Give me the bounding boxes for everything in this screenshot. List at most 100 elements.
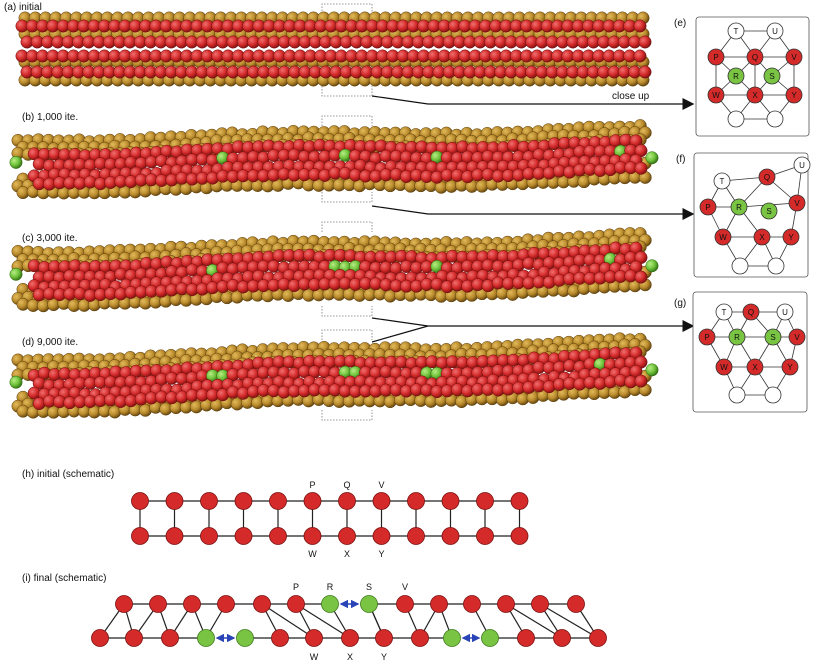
arrow-to-f (371, 205, 695, 220)
inset-node-label: R (733, 72, 739, 81)
schem-node (510, 527, 529, 545)
schem-node (197, 629, 215, 647)
inset-node-label: Y (787, 363, 793, 372)
schem-node (372, 492, 391, 510)
green-atom (645, 363, 659, 377)
inset-node-label: T (720, 177, 725, 186)
inset-node-s (760, 202, 778, 220)
schem-label: S (366, 582, 372, 592)
green-atom (645, 259, 659, 273)
inset-node-label: S (769, 72, 774, 81)
schem-node (476, 492, 494, 510)
schem-label: Y (381, 652, 387, 662)
schem-label: W (310, 652, 319, 662)
tube-3000-iterations (9, 227, 659, 313)
inset-node-u (766, 22, 784, 40)
inset-e-frame (695, 16, 810, 137)
schem-node (183, 595, 201, 613)
inset-node-label: X (752, 91, 758, 100)
schem-node (269, 492, 287, 510)
arrow-to-e (371, 95, 695, 110)
green-atom (9, 155, 23, 169)
arrow-to-g (371, 317, 695, 332)
inset-node-u (776, 303, 794, 321)
schem-rung (295, 603, 351, 639)
inset-node-v (788, 328, 806, 346)
schem-node (430, 595, 448, 613)
schem-label: R (327, 582, 334, 592)
schem-node (287, 595, 305, 613)
panel-label-b: (b) 1,000 ite. (22, 112, 78, 123)
inset-node-q (746, 48, 764, 66)
schem-node (217, 595, 235, 613)
green-atom (645, 151, 659, 165)
schem-node (463, 595, 481, 613)
inset-node-w (707, 86, 725, 104)
schem-node (305, 629, 323, 647)
inset-node-label: V (794, 199, 800, 208)
inset-node-label: R (736, 203, 742, 212)
red-atom (633, 19, 647, 33)
schem-node (372, 527, 391, 545)
schem-node (553, 629, 571, 647)
inset-node-label: T (722, 308, 727, 317)
inset-node-label: Q (764, 173, 770, 182)
inset-node-r (730, 198, 748, 216)
inset-node-label: V (794, 333, 800, 342)
schem-node (338, 527, 356, 545)
tube-9000-iterations (9, 332, 659, 419)
red-atom (634, 161, 648, 175)
panel-label-d: (d) 9,000 ite. (22, 337, 78, 348)
schem-node (234, 492, 253, 510)
schem-node (125, 629, 143, 647)
inset-node-q (742, 303, 760, 321)
schem-node (131, 492, 149, 510)
schem-node (165, 492, 184, 510)
inset-node-blank (764, 386, 782, 404)
schem-label: W (308, 549, 317, 559)
closeup-arrows (371, 95, 695, 343)
inset-node-t (727, 22, 745, 40)
schem-node (407, 492, 425, 510)
tube-initial (15, 11, 652, 87)
schem-node (269, 527, 287, 545)
inset-node-r (728, 328, 746, 346)
inset-node-u (793, 156, 811, 174)
schem-label: Y (378, 549, 384, 559)
inset-node-blank (766, 110, 784, 128)
schem-node (115, 595, 133, 613)
panel-label-f: (f) (676, 154, 685, 165)
schem-node (567, 595, 585, 613)
schem-node (303, 527, 322, 545)
inset-node-label: U (782, 308, 788, 317)
schem-node (303, 492, 322, 510)
inset-node-x (746, 358, 764, 376)
inset-node-s (764, 328, 782, 346)
schem-rung (505, 603, 563, 639)
schem-node (91, 629, 109, 647)
schem-label: X (347, 652, 353, 662)
panel-label-h: (h) initial (schematic) (22, 469, 114, 480)
schem-node (443, 629, 461, 647)
inset-node-label: Y (788, 233, 794, 242)
inset-node-q (758, 168, 776, 186)
schem-rung (261, 603, 315, 639)
inset-node-blank (767, 257, 785, 275)
inset-node-label: Q (752, 53, 758, 62)
schem-node (341, 629, 359, 647)
inset-node-s (763, 67, 781, 85)
inset-node-label: Q (748, 308, 754, 317)
red-atom (638, 35, 652, 49)
inset-node-label: X (759, 233, 765, 242)
schem-node (510, 492, 529, 510)
schem-label: V (378, 480, 384, 490)
inset-node-v (785, 48, 803, 66)
schem-node (200, 527, 218, 545)
inset-node-y (785, 86, 803, 104)
inset-node-x (753, 228, 771, 246)
panel-label-a: (a) initial (4, 2, 42, 13)
schem-label: P (309, 480, 315, 490)
inset-node-blank (727, 110, 745, 128)
inset-node-t (713, 172, 731, 190)
